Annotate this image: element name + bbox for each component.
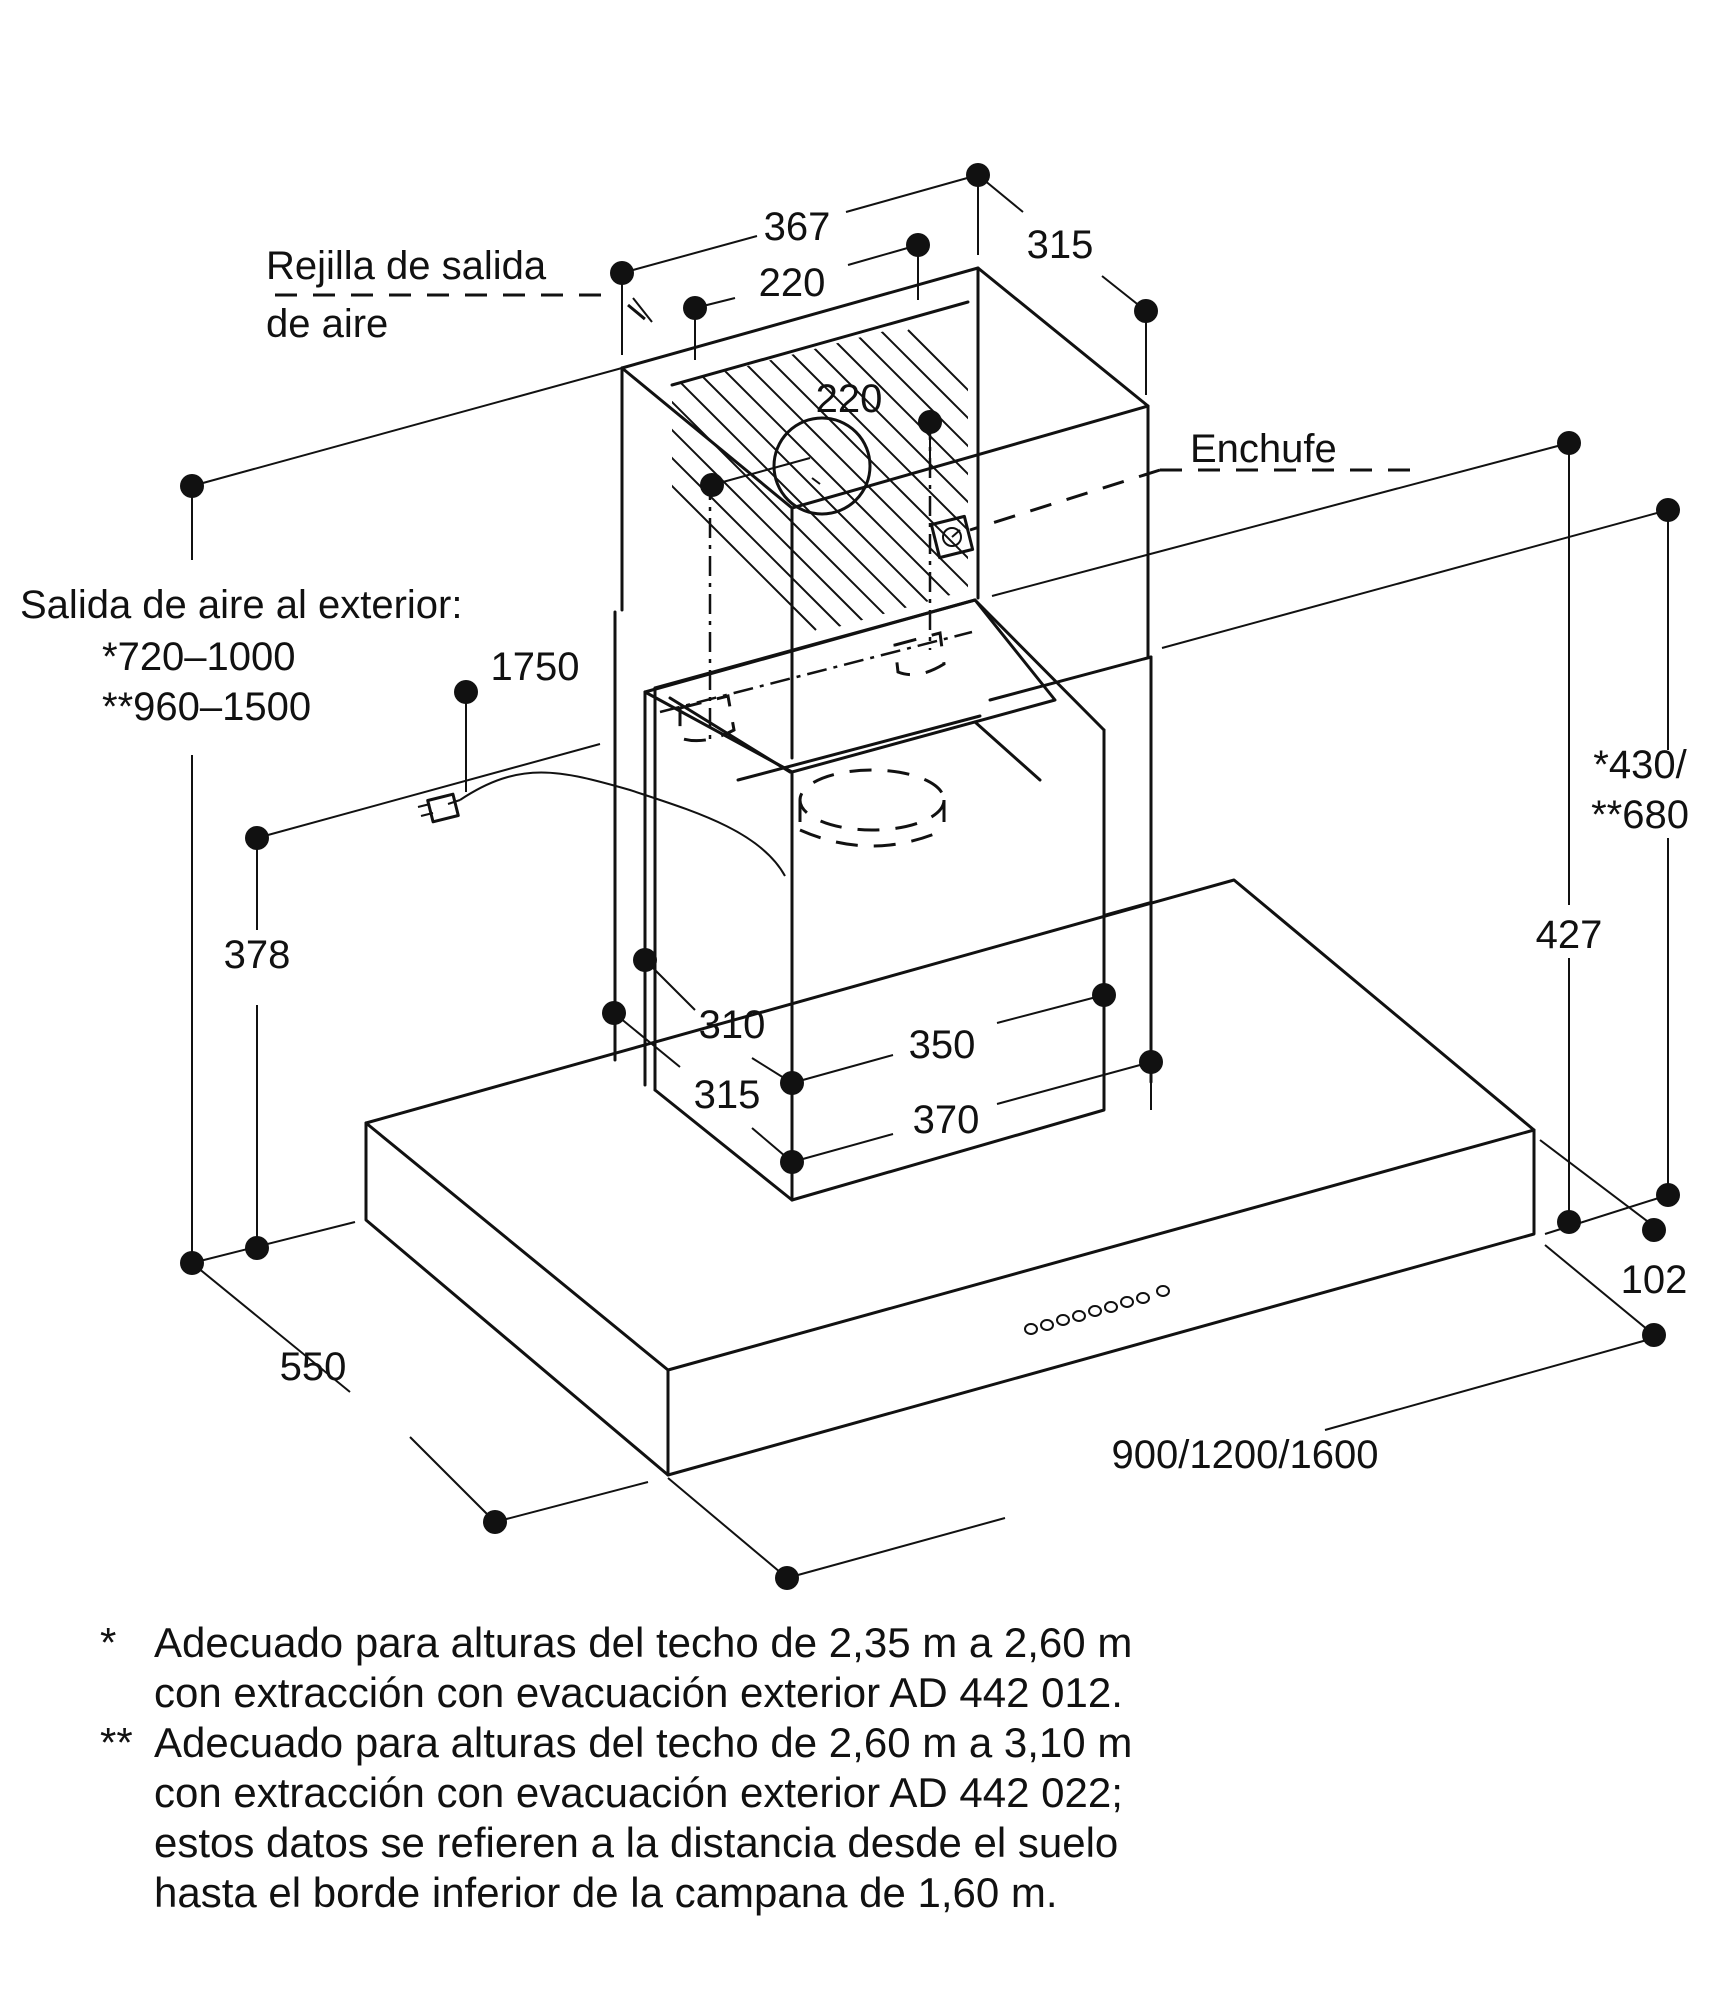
footnote-mark: ** bbox=[100, 1719, 133, 1766]
enchufe-label: Enchufe bbox=[1190, 427, 1337, 471]
footnote-line: hasta el borde inferior de la campana de… bbox=[154, 1869, 1058, 1916]
rejilla-label-line2: de aire bbox=[266, 302, 388, 346]
salida-label-line2: *720–1000 bbox=[102, 635, 296, 679]
dim-367: 367 bbox=[764, 205, 831, 249]
salida-label-line3: **960–1500 bbox=[102, 685, 311, 729]
control-buttons bbox=[1024, 1285, 1170, 1335]
dim-378: 378 bbox=[224, 933, 291, 977]
dim-350: 350 bbox=[909, 1023, 976, 1067]
dim-427: 427 bbox=[1536, 913, 1603, 957]
footnote-double-star: ** Adecuado para alturas del techo de 2,… bbox=[100, 1718, 1400, 1918]
dim-1750: 1750 bbox=[491, 645, 580, 689]
dim-315-low: 315 bbox=[694, 1073, 761, 1117]
footnote-line: con extracción con evacuación exterior A… bbox=[154, 1769, 1123, 1816]
callout-lines bbox=[275, 293, 1410, 532]
labels: Rejilla de salida de aire Enchufe Salida… bbox=[20, 205, 1689, 1477]
lower-chimney bbox=[613, 420, 1153, 1202]
footnote-mark: * bbox=[100, 1619, 117, 1666]
dim-900-1200-1600: 900/1200/1600 bbox=[1112, 1433, 1379, 1477]
dim-550: 550 bbox=[280, 1345, 347, 1389]
dim-430-680-line2: **680 bbox=[1591, 793, 1689, 837]
footnote-line: Adecuado para alturas del techo de 2,60 … bbox=[154, 1719, 1133, 1766]
dim-370: 370 bbox=[913, 1098, 980, 1142]
dimension-lines bbox=[191, 174, 1669, 1579]
dimension-dots bbox=[180, 163, 1680, 1590]
canopy bbox=[364, 878, 1536, 1477]
footnote-line: estos datos se refieren a la distancia d… bbox=[154, 1819, 1119, 1866]
rejilla-label-line1: Rejilla de salida bbox=[266, 244, 547, 288]
footnote-single-star: * Adecuado para alturas del techo de 2,3… bbox=[100, 1618, 1400, 1718]
dim-102: 102 bbox=[1621, 1258, 1688, 1302]
footnote-line: Adecuado para alturas del techo de 2,35 … bbox=[154, 1619, 1133, 1666]
dim-430-680-line1: *430/ bbox=[1593, 743, 1687, 787]
power-cable bbox=[417, 771, 786, 877]
dim-220-top: 220 bbox=[759, 261, 826, 305]
dim-315-top: 315 bbox=[1027, 223, 1094, 267]
footnote-line: con extracción con evacuación exterior A… bbox=[154, 1669, 1123, 1716]
dim-220-mid: 220 bbox=[816, 377, 883, 421]
salida-label-line1: Salida de aire al exterior: bbox=[20, 583, 462, 627]
footnotes: * Adecuado para alturas del techo de 2,3… bbox=[100, 1618, 1400, 1918]
upper-chimney bbox=[620, 266, 1150, 760]
dim-310: 310 bbox=[699, 1003, 766, 1047]
